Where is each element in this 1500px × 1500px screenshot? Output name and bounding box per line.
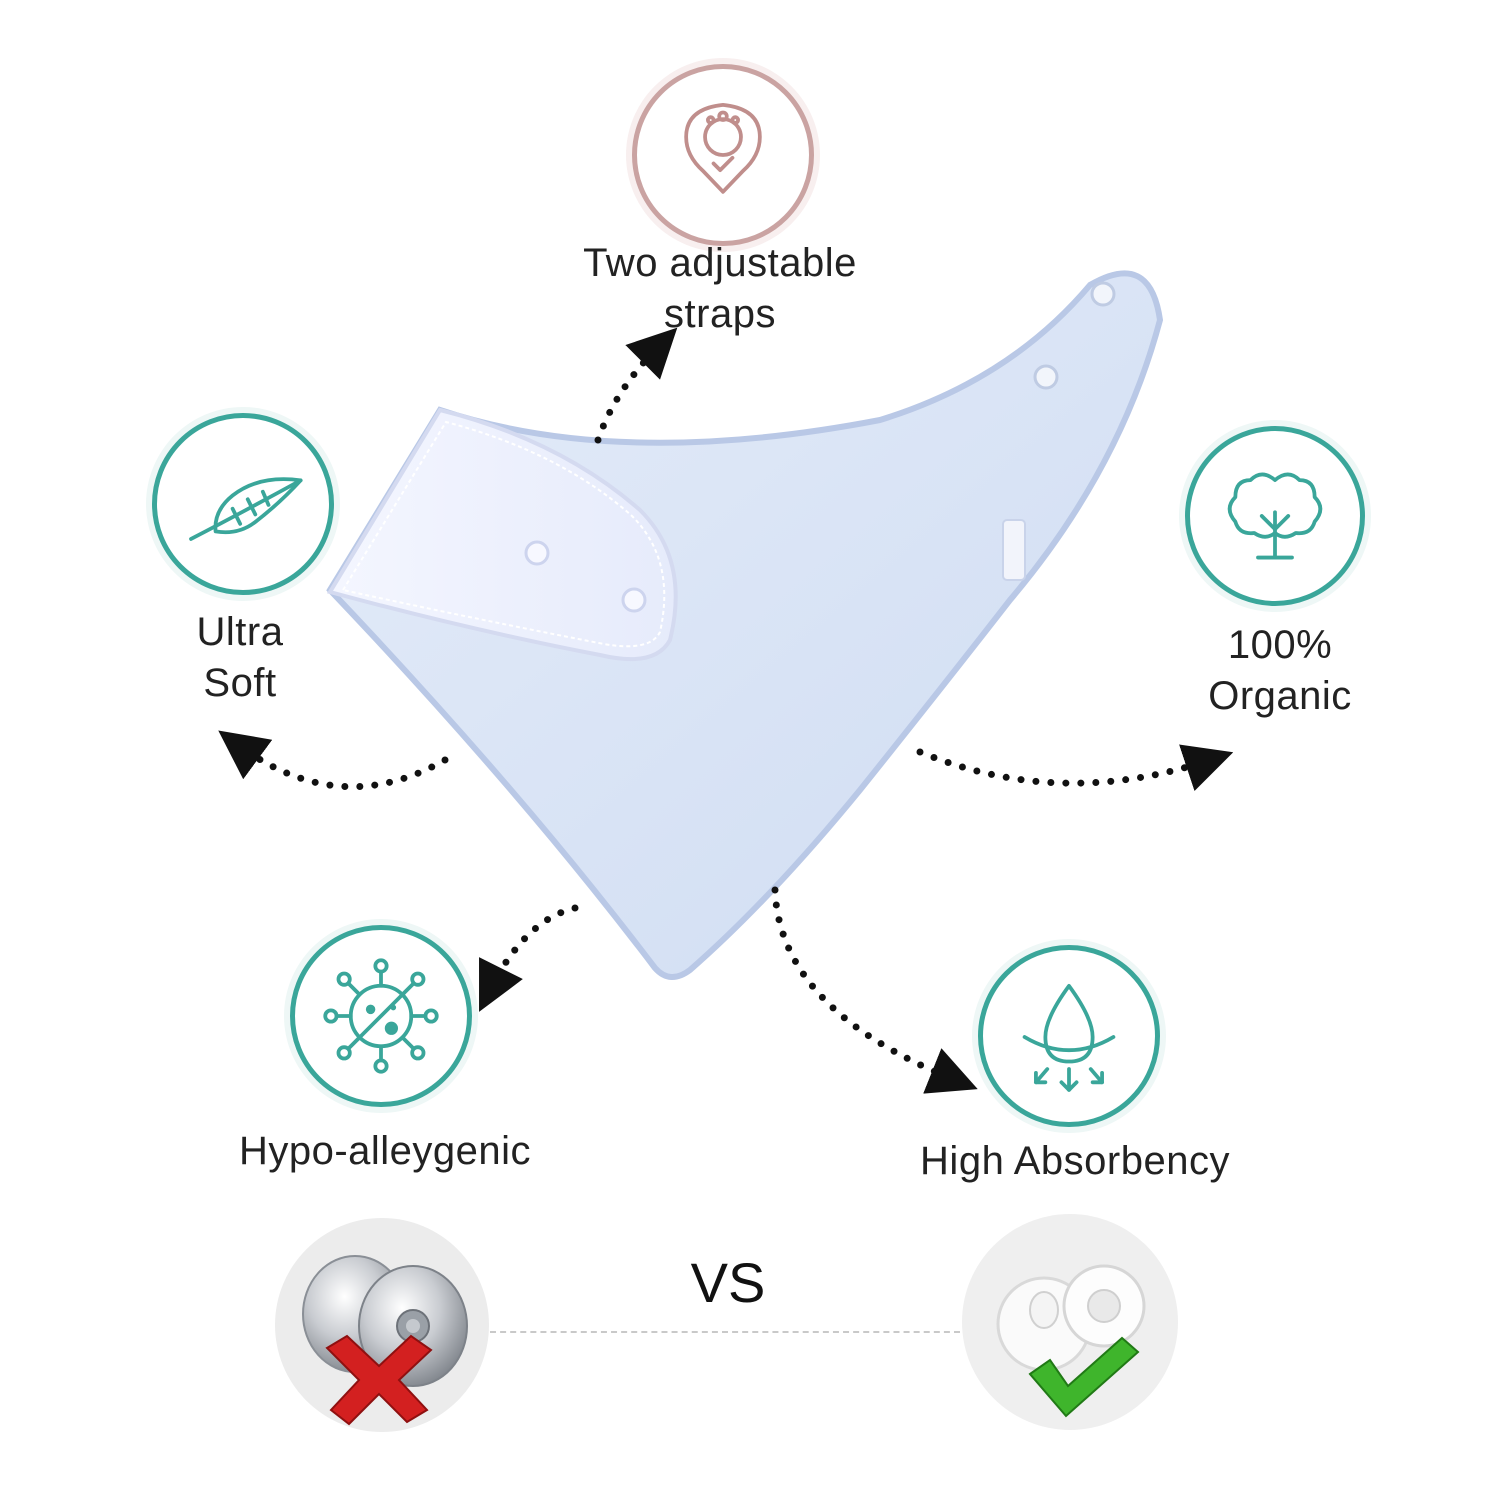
feather-icon	[189, 477, 303, 541]
metal-snap-photo	[275, 1218, 489, 1432]
organic-icon-circle	[1185, 426, 1365, 606]
plastic-snap-photo	[962, 1214, 1178, 1430]
folded-flap	[326, 407, 678, 662]
pin-check-icon	[684, 103, 762, 194]
soft-icon-circle	[152, 413, 334, 595]
green-check-icon	[1028, 1336, 1140, 1418]
vs-label: VS	[690, 1251, 766, 1314]
organic-label-line1: 100%	[1227, 623, 1333, 667]
straps-label: Two adjustable straps	[540, 238, 900, 340]
absorb-label: High Absorbency	[920, 1139, 1230, 1183]
water-drop-icon	[1022, 984, 1116, 1092]
straps-label-line2: straps	[664, 292, 776, 336]
vs-divider	[490, 1331, 960, 1333]
bandana-bib	[326, 270, 1164, 980]
arrow-to-hypo	[479, 904, 579, 1012]
hypo-label: Hypo-alleygenic	[238, 1129, 532, 1173]
soft-label-line1: Ultra	[196, 610, 284, 654]
brand-tag	[1002, 519, 1026, 581]
straps-label-line1: Two adjustable	[583, 241, 857, 285]
soft-label: Ultra Soft	[140, 607, 340, 709]
organic-label: 100% Organic	[1170, 620, 1390, 722]
organic-label-line2: Organic	[1208, 674, 1352, 718]
cotton-plant-icon	[1227, 472, 1323, 560]
hypo-icon-circle	[290, 925, 472, 1107]
flap-snap	[524, 540, 550, 566]
arrow-to-absorb	[771, 886, 978, 1094]
arrow-to-straps	[594, 327, 678, 444]
straps-icon-circle	[632, 64, 814, 246]
flap-snap	[621, 587, 647, 613]
strap-snap	[1033, 364, 1059, 390]
absorb-icon-circle	[978, 945, 1160, 1127]
arrow-to-soft	[218, 730, 449, 791]
arrow-to-organic	[916, 744, 1234, 791]
germ-blocked-icon	[323, 958, 439, 1074]
red-cross-icon	[325, 1334, 433, 1426]
metal-magnet-snap	[302, 1255, 468, 1426]
plastic-snap-button	[996, 1264, 1146, 1418]
soft-label-line2: Soft	[203, 661, 277, 705]
strap-snap	[1090, 281, 1116, 307]
